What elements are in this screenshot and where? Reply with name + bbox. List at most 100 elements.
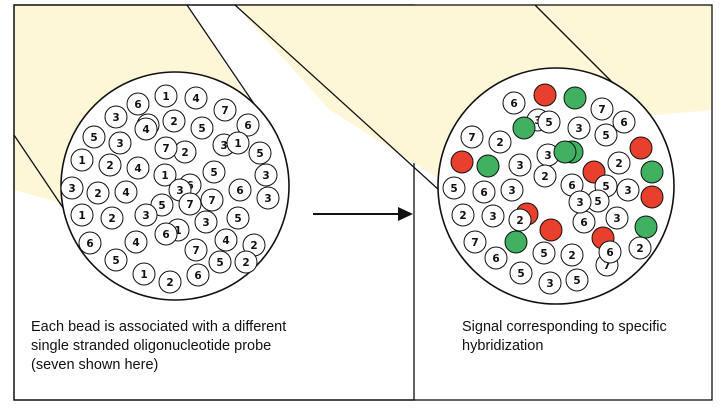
bead-circle xyxy=(190,116,214,140)
left-bead: 2 xyxy=(158,270,182,294)
left-bead: 7 xyxy=(213,98,237,122)
right-bead xyxy=(640,185,664,209)
right-panel: 637535672332265356532363765253725623 xyxy=(13,4,713,401)
left-bead: 5 xyxy=(208,250,232,274)
right-bead: 3 xyxy=(538,271,562,295)
right-bead: 5 xyxy=(565,268,589,292)
bead-circle xyxy=(254,163,278,187)
bead-circle xyxy=(134,203,158,227)
bead-label: 6 xyxy=(480,187,487,199)
bead-label: 5 xyxy=(198,123,205,135)
bead-label: 2 xyxy=(106,160,113,172)
left-bead: 2 xyxy=(173,140,197,164)
bead-label: 4 xyxy=(134,163,141,175)
right-bead: 6 xyxy=(484,246,508,270)
bead-circle xyxy=(124,230,148,254)
bead-label: 3 xyxy=(489,211,496,223)
bead-circle xyxy=(154,222,178,246)
bead-label: 6 xyxy=(162,229,169,241)
bead-circle xyxy=(442,176,466,200)
bead-label: 5 xyxy=(602,130,609,142)
right-caption: Signal corresponding to specific hybridi… xyxy=(462,319,667,354)
bead-circle xyxy=(612,110,636,134)
right-bead: 6 xyxy=(612,110,636,134)
green-signal-bead xyxy=(640,160,664,184)
bead-label: 5 xyxy=(517,268,524,280)
left-beads: 1643772565343275112433241656575312313646… xyxy=(60,84,280,294)
bead-label: 3 xyxy=(575,123,582,135)
right-bead: 3 xyxy=(605,206,629,230)
bead-label: 5 xyxy=(90,132,97,144)
right-bead: 6 xyxy=(572,210,596,234)
bead-circle xyxy=(126,156,150,180)
left-cone-edge-top xyxy=(186,4,266,121)
bead-label: 3 xyxy=(544,150,551,162)
right-bead: 6 xyxy=(472,180,496,204)
bead-circle xyxy=(509,261,533,285)
right-bead xyxy=(533,83,557,107)
bead-label: 2 xyxy=(459,210,466,222)
right-bead xyxy=(634,215,658,239)
bead-label: 2 xyxy=(181,147,188,159)
bead-label: 2 xyxy=(568,250,575,262)
bead-circle xyxy=(213,98,237,122)
right-bead: 6 xyxy=(502,91,526,115)
bead-label: 3 xyxy=(508,185,515,197)
left-bead: 3 xyxy=(256,186,280,210)
bead-label: 5 xyxy=(216,257,223,269)
bead-circle xyxy=(78,231,102,255)
left-bead: 3 xyxy=(134,203,158,227)
bead-label: 1 xyxy=(161,170,168,182)
left-bead: 3 xyxy=(60,176,84,200)
bead-label: 3 xyxy=(68,183,75,195)
bead-circle xyxy=(108,131,132,155)
bead-label: 7 xyxy=(192,245,199,257)
green-signal-bead xyxy=(476,154,500,178)
bead-label: 6 xyxy=(194,270,201,282)
bead-circle xyxy=(472,180,496,204)
right-bead: 3 xyxy=(567,116,591,140)
bead-circle xyxy=(500,178,524,202)
bead-circle xyxy=(460,125,484,149)
left-panel: 1643772565343275112433241656575312313646… xyxy=(13,4,415,401)
left-bead: 2 xyxy=(162,109,186,133)
left-bead: 6 xyxy=(78,231,102,255)
bead-label: 7 xyxy=(468,132,475,144)
bead-label: 6 xyxy=(492,253,499,265)
left-bead: 3 xyxy=(104,105,128,129)
bead-label: 7 xyxy=(221,105,228,117)
bead-circle xyxy=(628,236,652,260)
left-bead: 2 xyxy=(98,153,122,177)
left-bead: 7 xyxy=(200,188,224,212)
right-bead xyxy=(553,140,577,164)
bead-label: 5 xyxy=(594,196,601,208)
bead-label: 5 xyxy=(540,248,547,260)
green-signal-bead xyxy=(512,116,536,140)
bead-label: 6 xyxy=(86,238,93,250)
left-bead: 3 xyxy=(254,163,278,187)
bead-circle xyxy=(533,164,557,188)
bead-circle xyxy=(598,240,622,264)
bead-label: 5 xyxy=(602,181,609,193)
right-bead: 5 xyxy=(532,241,556,265)
bead-circle xyxy=(132,262,156,286)
right-bead: 5 xyxy=(537,110,561,134)
left-bead: 4 xyxy=(184,86,208,110)
right-bead: 6 xyxy=(560,173,584,197)
bead-circle xyxy=(100,206,124,230)
bead-label: 6 xyxy=(620,117,627,129)
right-bead: 7 xyxy=(590,97,614,121)
right-cone-edge-bottom xyxy=(234,4,451,201)
bead-label: 2 xyxy=(170,116,177,128)
right-bead: 5 xyxy=(594,123,618,147)
right-frame xyxy=(13,4,713,401)
left-bead: 6 xyxy=(228,178,252,202)
bead-label: 2 xyxy=(242,257,249,269)
bead-circle xyxy=(158,270,182,294)
bead-label: 7 xyxy=(186,199,193,211)
right-beads: 637535672332265356532363765253725623 xyxy=(442,83,664,295)
left-bead: 1 xyxy=(154,84,178,108)
bead-circle xyxy=(234,250,258,274)
left-bead: 1 xyxy=(70,148,94,172)
